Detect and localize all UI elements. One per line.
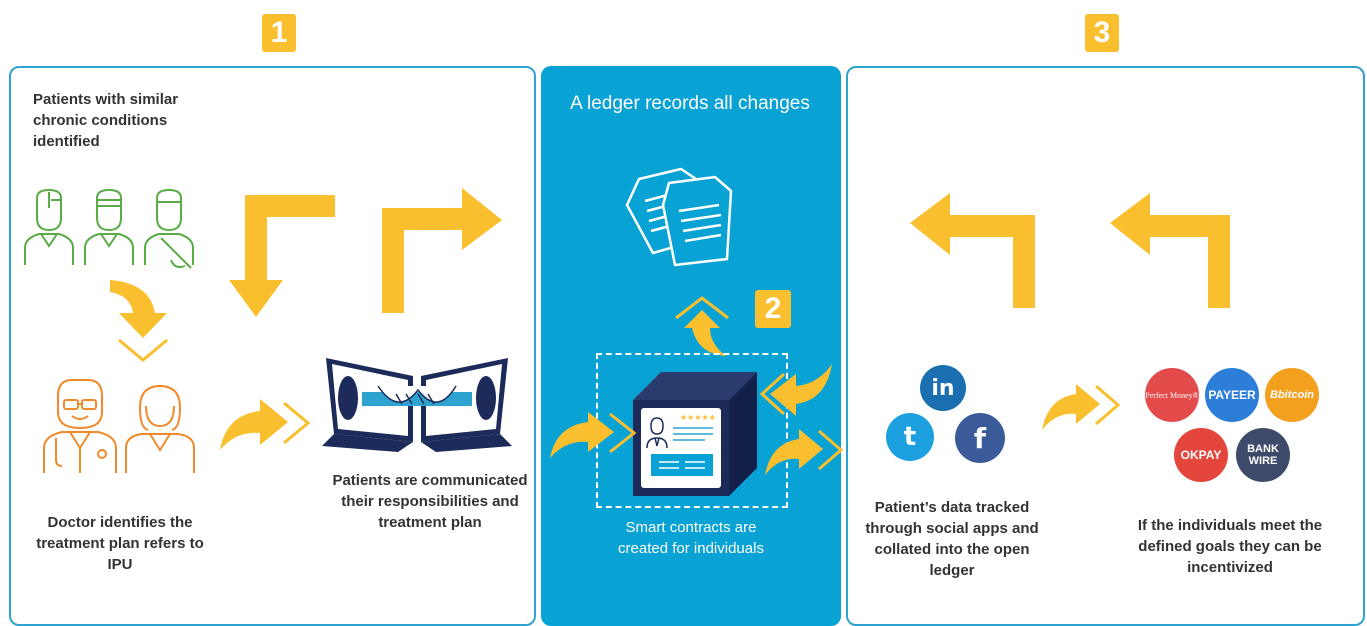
perfect-money-logo: Perfect Money® <box>1145 368 1199 422</box>
down-elbow-arrow <box>229 195 335 317</box>
right-elbow-arrow <box>382 188 502 313</box>
up-curve-arrow <box>675 296 729 356</box>
step-3-badge: 3 <box>1085 14 1119 52</box>
smart-contract-cube-icon <box>633 372 757 496</box>
social-tracking-text: Patient’s data tracked through social ap… <box>865 499 1039 579</box>
right-curve-arrow-3 <box>1042 384 1121 430</box>
doctor-nurse-icon <box>43 379 195 473</box>
okpay-logo: OKPAY <box>1174 428 1228 482</box>
step-2-badge: 2 <box>755 290 791 328</box>
right-curve-arrow-1 <box>220 399 311 450</box>
patients-text: Patients are communicated their responsi… <box>332 472 528 531</box>
facebook-icon: f <box>955 413 1005 463</box>
step-2-panel <box>541 66 841 626</box>
doctor-text: Doctor identifies the treatment plan ref… <box>36 514 204 573</box>
contract-stars: ★★★★★ <box>680 413 716 422</box>
laptops-handshake-icon <box>322 358 512 452</box>
bitcoin-logo: Bbitcoin <box>1265 368 1319 422</box>
linkedin-icon: in <box>920 365 966 411</box>
ledger-title: A ledger records all changes <box>570 93 810 114</box>
step-3-panel <box>846 66 1365 626</box>
left-elbow-arrow-1 <box>910 193 1035 308</box>
left-elbow-arrow-2 <box>1110 193 1230 308</box>
smart-contract-text: Smart contracts are created for individu… <box>618 519 764 557</box>
step-1-title: Patients with similar chronic conditions… <box>33 91 179 150</box>
right-curve-arrow-into-box <box>550 412 637 458</box>
right-curve-arrow-out-box <box>765 429 844 475</box>
patients-icon <box>24 188 194 269</box>
documents-icon <box>625 167 733 267</box>
payeer-logo: PAYEER <box>1205 368 1259 422</box>
incentive-text: If the individuals meet the defined goal… <box>1137 517 1323 576</box>
twitter-icon: t <box>886 413 934 461</box>
bank-wire-logo: BANK WIRE <box>1236 428 1290 482</box>
down-curve-arrow <box>110 280 168 362</box>
step-1-badge: 1 <box>262 14 296 52</box>
step-1-panel <box>9 66 536 626</box>
left-curve-arrow-into-box <box>759 364 832 416</box>
